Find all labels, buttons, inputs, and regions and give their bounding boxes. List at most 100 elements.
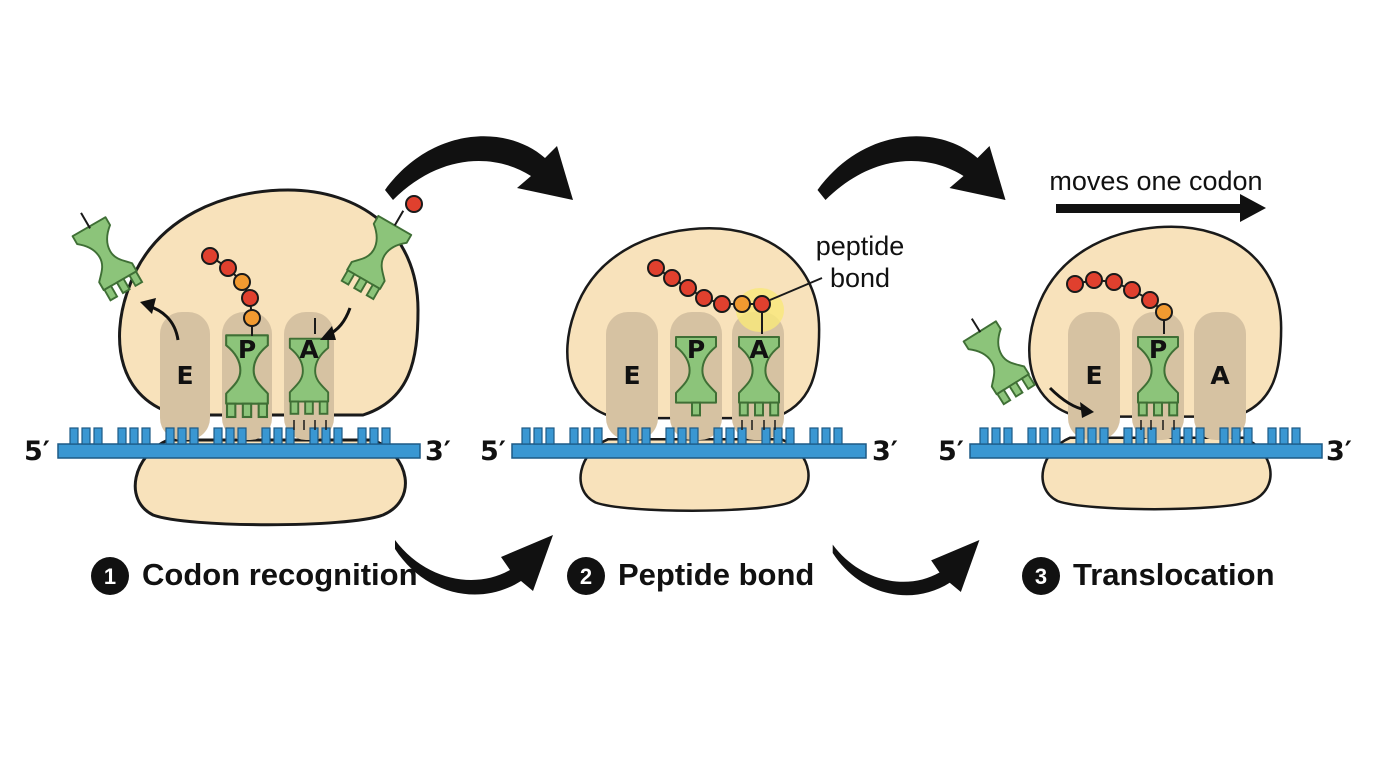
mrna-base: [713, 427, 723, 445]
annotation-leader: [769, 277, 823, 301]
mrna-base: [1099, 427, 1109, 445]
mrna-base: [809, 427, 819, 445]
annotation-line-1: peptide: [816, 231, 905, 261]
p-site-label: P: [1149, 335, 1167, 364]
mrna-base: [581, 427, 591, 445]
step-number: 1: [104, 564, 116, 589]
mrna-base: [333, 427, 343, 445]
annotation-line-2: bond: [830, 263, 890, 293]
mrna-base: [1135, 427, 1145, 445]
mrna-base: [545, 427, 555, 445]
curved-arrow-icon: [1080, 402, 1094, 418]
mrna-base: [761, 427, 771, 445]
mrna-base: [665, 427, 675, 445]
panel-3: E A 5′ 3′ P: [938, 166, 1352, 595]
mrna-base: [1279, 427, 1289, 445]
mrna-base: [309, 427, 319, 445]
mrna-base: [773, 427, 783, 445]
mrna-base: [189, 427, 199, 445]
mrna-base: [821, 427, 831, 445]
five-prime-label: 5′: [938, 436, 964, 467]
mrna-base: [833, 427, 843, 445]
mrna-base: [273, 427, 283, 445]
mrna-base: [165, 427, 175, 445]
mrna-base: [1267, 427, 1277, 445]
e-site-label: E: [1085, 361, 1102, 390]
mrna-base: [321, 427, 331, 445]
e-site-label: E: [623, 361, 640, 390]
step-number-badge: [91, 557, 129, 595]
e-site-channel: [160, 312, 210, 440]
curved-arrow-icon: [832, 540, 980, 596]
mrna-base: [1123, 427, 1133, 445]
panel-1: E 5′ 3′ P A: [24, 188, 451, 595]
mrna-base: [381, 427, 391, 445]
step-number-badge: [567, 557, 605, 595]
polypeptide-chain: [201, 247, 261, 336]
mrna-base: [533, 427, 543, 445]
mrna-base: [593, 427, 603, 445]
mrna-base: [569, 427, 579, 445]
mrna-base: [237, 427, 247, 445]
panel-2: E 5′ 3′ P A peptide bond 2: [480, 226, 905, 595]
mrna-base: [1003, 427, 1013, 445]
e-site-channel: [606, 312, 658, 440]
mrna-base: [617, 427, 627, 445]
curved-arrow-icon: [385, 136, 573, 200]
curved-arrow-icon: [140, 298, 156, 314]
mrna-base: [213, 427, 223, 445]
mrna-base: [1195, 427, 1205, 445]
mrna-base: [1219, 427, 1229, 445]
step-label: Translocation: [1073, 557, 1275, 592]
mrna-base: [369, 427, 379, 445]
three-prime-label: 3′: [425, 436, 451, 467]
mrna-base: [1027, 427, 1037, 445]
mrna-strand: [57, 427, 421, 459]
amino-acid: [405, 195, 423, 213]
p-site-label: P: [687, 335, 705, 364]
curved-arrow-icon: [395, 535, 553, 595]
mrna-base: [1231, 427, 1241, 445]
mrna-strand: [969, 427, 1323, 459]
mrna-base: [521, 427, 531, 445]
mrna-base: [81, 427, 91, 445]
mrna-base: [641, 427, 651, 445]
mrna-base: [69, 427, 79, 445]
curved-arrow-icon: [320, 326, 336, 340]
step-label: Peptide bond: [618, 557, 814, 592]
mrna-base: [629, 427, 639, 445]
e-site-label: E: [176, 361, 193, 390]
mrna-base: [285, 427, 295, 445]
three-prime-label: 3′: [1326, 436, 1352, 467]
mrna-base: [261, 427, 271, 445]
mrna-base: [1147, 427, 1157, 445]
mrna-base: [979, 427, 989, 445]
p-site-label: P: [238, 335, 256, 364]
right-arrow-icon: [1056, 194, 1266, 222]
polypeptide-chain: [647, 259, 771, 334]
step-label: Codon recognition: [142, 557, 418, 592]
mrna-base: [677, 427, 687, 445]
step-number: 2: [580, 564, 592, 589]
mrna-strand: [511, 427, 867, 459]
mrna-base: [117, 427, 127, 445]
three-prime-label: 3′: [872, 436, 898, 467]
exiting-trna: [962, 318, 1037, 406]
mrna-base: [357, 427, 367, 445]
a-site-label: A: [1210, 361, 1230, 390]
mrna-base: [1183, 427, 1193, 445]
mrna-base: [1075, 427, 1085, 445]
step-number: 3: [1035, 564, 1047, 589]
five-prime-label: 5′: [24, 436, 50, 467]
mrna-base: [1291, 427, 1301, 445]
a-site-label: A: [749, 335, 769, 364]
mrna-base: [129, 427, 139, 445]
curved-arrow-icon: [817, 136, 1006, 200]
mrna-base: [1171, 427, 1181, 445]
polypeptide-chain: [1066, 271, 1173, 334]
mrna-base: [1087, 427, 1097, 445]
incoming-charged-trna: [339, 210, 413, 301]
exiting-trna: [71, 212, 144, 302]
mrna-base: [785, 427, 795, 445]
